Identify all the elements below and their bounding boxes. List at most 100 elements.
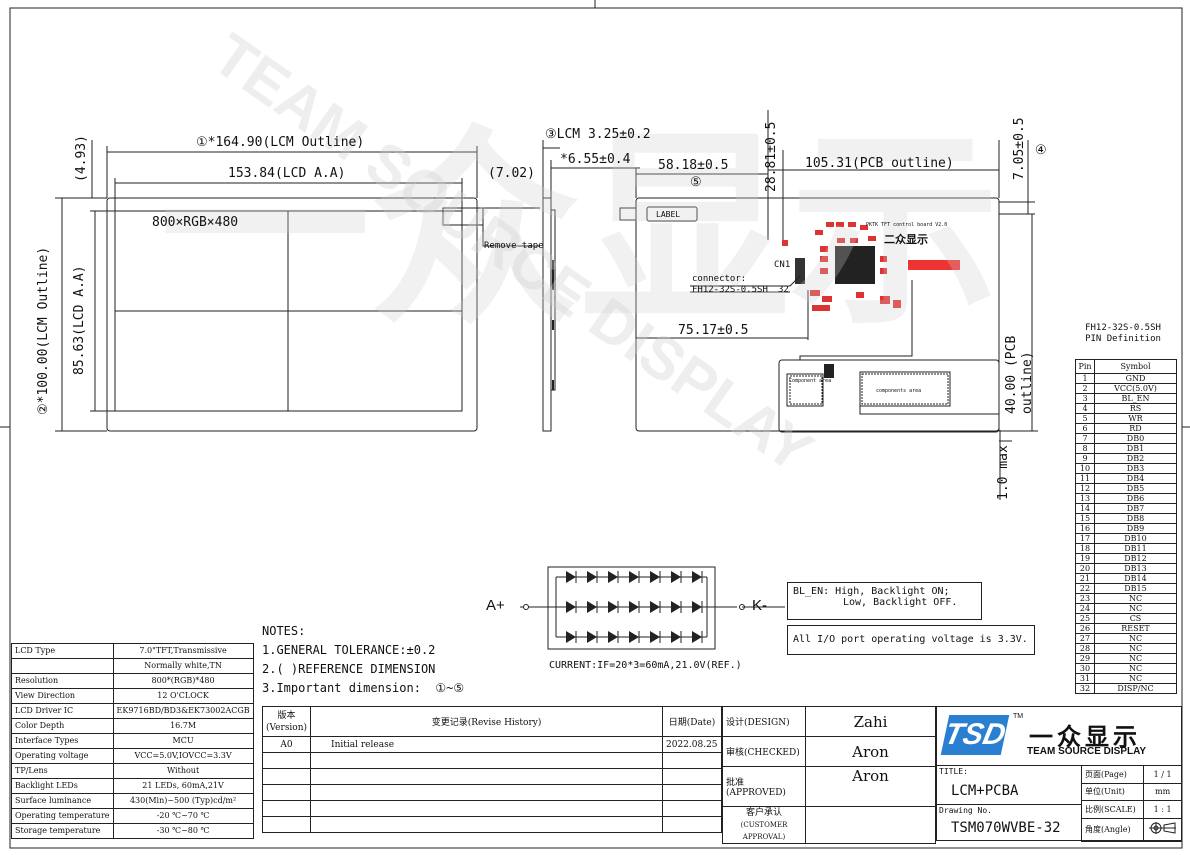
brand-en: TEAM SOURCE DISPLAY (1027, 746, 1147, 757)
dim-28-81: 28.81±0.5 (764, 121, 779, 192)
pin-symbol: DB2 (1094, 453, 1177, 464)
pin-def-title: FH12-32S-0.5SH (1085, 323, 1161, 333)
pin-number: 1 (1075, 373, 1095, 384)
pin-symbol: DB7 (1094, 503, 1177, 514)
spec-key: Backlight LEDs (11, 778, 114, 794)
spec-key: Storage temperature (11, 823, 114, 839)
led-diode (587, 601, 597, 613)
pin-number: 2 (1075, 383, 1095, 394)
pin-symbol: NC (1094, 593, 1177, 604)
cathode-label: K- (752, 597, 767, 614)
dim-lcm-thickness: ③LCM 3.25±0.2 (545, 127, 651, 142)
led-diode (608, 601, 618, 613)
note-1: 1.GENERAL TOLERANCE:±0.2 (262, 643, 436, 657)
approved-name: Aron (805, 766, 936, 807)
led-diode (692, 601, 702, 613)
dim-top-gap: (4.93) (74, 135, 89, 182)
led-diode (566, 601, 576, 613)
led-diode (692, 631, 702, 643)
dim-lcm-outline: ①*164.90(LCM Outline) (196, 135, 365, 150)
pin-number: 5 (1075, 413, 1095, 424)
angle-label: 角度(Angle) (1080, 817, 1145, 843)
led-diode (587, 571, 597, 583)
io-voltage-box: All I/O port operating voltage is 3.3V. (787, 625, 1035, 655)
note-3-range: ①~⑤ (435, 681, 465, 695)
checked-label: 审核(CHECKED) (722, 736, 806, 767)
anode-label: A+ (486, 597, 505, 614)
page-label: 页面(Page) (1080, 765, 1145, 784)
dim-circ-5: ⑤ (690, 175, 702, 190)
pin-number: 30 (1075, 663, 1095, 674)
pin-symbol: DB0 (1094, 433, 1177, 444)
title-label: TITLE: (939, 767, 968, 776)
unit-value: mm (1143, 782, 1182, 802)
pin-symbol: WR (1094, 413, 1177, 424)
dim-lcd-aa: 153.84(LCD A.A) (228, 166, 346, 181)
customer-label: 客户承认(CUSTOMER APPROVAL) (722, 806, 806, 844)
spec-key: Operating temperature (11, 808, 114, 824)
spec-key (11, 658, 114, 674)
title-block: TSD TM 一众显示 TEAM SOURCE DISPLAY TITLE: L… (936, 706, 1182, 843)
notes-block: NOTES: 1.GENERAL TOLERANCE:±0.2 2.( )REF… (262, 622, 464, 698)
pin-symbol: DB8 (1094, 513, 1177, 524)
rev-date-header: 日期(Date) (662, 706, 722, 737)
spec-value: 12 O'CLOCK (112, 688, 254, 704)
pin-number: 10 (1075, 463, 1095, 474)
pin-symbol: NC (1094, 653, 1177, 664)
pin-number: 14 (1075, 503, 1095, 514)
pin-symbol: DB10 (1094, 533, 1177, 544)
unit-label: 单位(Unit) (1080, 782, 1145, 802)
dim-7-05: 7.05±0.5 (1012, 117, 1027, 180)
design-name: Zahi (805, 706, 936, 737)
spec-key: LCD Driver IC (11, 703, 114, 719)
pin-symbol: BL_EN (1094, 393, 1177, 404)
pin-number: 17 (1075, 533, 1095, 544)
pcb-brand: 二众显示 (884, 233, 928, 246)
rev-history-header: 变更记录(Revise History) (310, 706, 663, 737)
pin-symbol: RS (1094, 403, 1177, 414)
watermark-cn: 一众显示 (160, 113, 1001, 348)
brand-cn: 一众显示 (1029, 723, 1141, 751)
led-diode (629, 571, 639, 583)
pin-number: 24 (1075, 603, 1095, 614)
dim-lcm-outline-v: ②*100.00(LCM Outline) (36, 246, 51, 415)
spec-value: 7.0"TFT,Transmissive (112, 643, 254, 659)
pin-symbol: DB3 (1094, 463, 1177, 474)
spec-row: Storage temperature-30 ℃~80 ℃ (11, 823, 254, 839)
pin-def-subtitle: PIN Definition (1085, 334, 1161, 344)
led-diode (608, 631, 618, 643)
rev-version-header: 版本(Version) (261, 706, 312, 737)
dim-58-18: 58.18±0.5 (658, 158, 729, 173)
led-diode (650, 601, 660, 613)
component-label-1: Component area (789, 378, 832, 384)
led-diode (671, 631, 681, 643)
pin-symbol: RESET (1094, 623, 1177, 634)
dim-lcd-aa-v: 85.63(LCD A.A) (72, 265, 87, 375)
led-diode (566, 571, 576, 583)
spec-key: LCD Type (11, 643, 114, 659)
spec-value: 430(Min)~500 (Typ)cd/m² (112, 793, 254, 809)
spec-value: -20 ℃~70 ℃ (112, 808, 254, 824)
led-diode (650, 571, 660, 583)
connector-title: connector: (692, 274, 747, 284)
